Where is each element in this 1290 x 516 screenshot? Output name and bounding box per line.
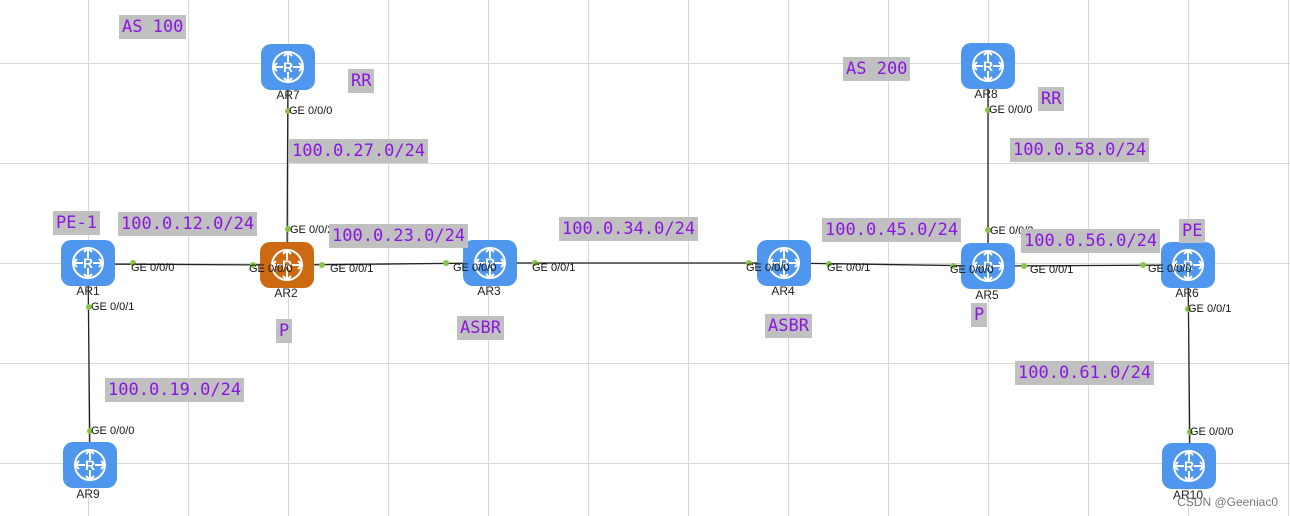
port-dot [950, 263, 956, 269]
link-ar2-ar7[interactable] [286, 66, 289, 266]
port-dot [532, 260, 538, 266]
p-label-ar2: P [276, 319, 293, 343]
router-icon: R [73, 448, 107, 482]
rr-label-ar7: RR [348, 69, 375, 93]
device-name-ar6: AR6 [1175, 286, 1199, 300]
port-label: GE 0/0/0 [131, 262, 175, 274]
device-name-ar7: AR7 [276, 88, 300, 102]
port-dot [443, 260, 449, 266]
port-label: GE 0/0/0 [453, 262, 497, 274]
router-ar2[interactable]: R [260, 242, 314, 288]
router-icon: R [971, 249, 1005, 283]
subnet-label-23: 100.0.23.0/24 [329, 224, 469, 248]
port-dot [285, 226, 291, 232]
router-ar9[interactable]: R [63, 442, 117, 488]
port-label: GE 0/0/1 [1030, 264, 1074, 276]
as-200-label: AS 200 [843, 57, 911, 81]
router-icon: R [473, 246, 507, 280]
subnet-label-56: 100.0.56.0/24 [1021, 229, 1161, 253]
subnet-label-58: 100.0.58.0/24 [1010, 138, 1150, 162]
router-icon: R [1171, 248, 1205, 282]
port-label: GE 0/0/0 [746, 262, 790, 274]
port-label: GE 0/0/1 [827, 262, 871, 274]
port-dot [1140, 262, 1146, 268]
subnet-label-45: 100.0.45.0/24 [822, 218, 962, 242]
device-name-ar1: AR1 [76, 284, 100, 298]
port-label: GE 0/0/0 [91, 425, 135, 437]
asbr-label-ar4: ASBR [765, 314, 812, 338]
svg-text:R: R [779, 255, 789, 271]
router-ar6[interactable]: R [1161, 242, 1215, 288]
svg-text:R: R [983, 58, 993, 74]
svg-text:R: R [983, 258, 993, 274]
device-name-ar9: AR9 [76, 487, 100, 501]
port-label: GE 0/0/0 [249, 263, 293, 275]
subnet-label-19: 100.0.19.0/24 [105, 378, 245, 402]
port-dot [1185, 306, 1191, 312]
port-dot [250, 262, 256, 268]
device-name-ar8: AR8 [974, 87, 998, 101]
port-label: GE 0/0/0 [1148, 263, 1192, 275]
port-label: GE 0/0/0 [1190, 426, 1234, 438]
subnet-label-12: 100.0.12.0/24 [118, 212, 258, 236]
device-name-ar10: AR10 [1172, 488, 1204, 502]
router-ar4[interactable]: R [757, 240, 811, 286]
port-label: GE 0/0/1 [532, 262, 576, 274]
router-ar7[interactable]: R [261, 44, 315, 90]
router-icon: R [71, 246, 105, 280]
as-100-label: AS 100 [119, 15, 187, 39]
rr-label-ar8: RR [1038, 87, 1065, 111]
pe-label: PE [1179, 219, 1206, 243]
subnet-label-27: 100.0.27.0/24 [289, 139, 429, 163]
port-label: GE 0/0/1 [91, 301, 135, 313]
device-name-ar3: AR3 [477, 284, 501, 298]
router-ar3[interactable]: R [463, 240, 517, 286]
port-dot [87, 428, 93, 434]
port-label: GE 0/0/2 [290, 224, 334, 236]
port-label: GE 0/0/0 [289, 105, 333, 117]
port-label: GE 0/0/1 [1188, 303, 1232, 315]
port-dot [86, 304, 92, 310]
svg-text:R: R [283, 59, 293, 75]
router-ar1[interactable]: R [61, 240, 115, 286]
port-dot [1187, 429, 1193, 435]
router-icon: R [270, 248, 304, 282]
subnet-label-34: 100.0.34.0/24 [559, 217, 699, 241]
svg-text:R: R [485, 255, 495, 271]
device-name-ar5: AR5 [975, 288, 999, 302]
svg-text:R: R [282, 257, 292, 273]
port-dot [130, 260, 136, 266]
pe-1-label: PE-1 [53, 211, 100, 235]
svg-text:R: R [1183, 257, 1193, 273]
asbr-label-ar3: ASBR [457, 316, 504, 340]
port-dot [985, 107, 991, 113]
port-label: GE 0/0/0 [989, 104, 1033, 116]
svg-text:R: R [85, 457, 95, 473]
svg-text:R: R [83, 255, 93, 271]
device-name-ar4: AR4 [771, 284, 795, 298]
port-dot [1021, 263, 1027, 269]
port-label: GE 0/0/1 [330, 263, 374, 275]
port-dot [319, 262, 325, 268]
router-icon: R [767, 246, 801, 280]
router-ar10[interactable]: R [1162, 443, 1216, 489]
router-icon: R [971, 49, 1005, 83]
router-ar8[interactable]: R [961, 43, 1015, 89]
device-name-ar2: AR2 [274, 286, 298, 300]
port-dot [985, 227, 991, 233]
p-label-ar5: P [971, 303, 988, 327]
subnet-label-61: 100.0.61.0/24 [1015, 361, 1155, 385]
router-ar5[interactable]: R [961, 243, 1015, 289]
watermark: CSDN @Geeniac0 [1177, 495, 1278, 509]
port-dot [826, 261, 832, 267]
port-label: GE 0/0/0 [950, 264, 994, 276]
svg-text:R: R [1184, 458, 1194, 474]
port-dot [285, 108, 291, 114]
port-dot [746, 260, 752, 266]
router-icon: R [1172, 449, 1206, 483]
router-icon: R [271, 50, 305, 84]
